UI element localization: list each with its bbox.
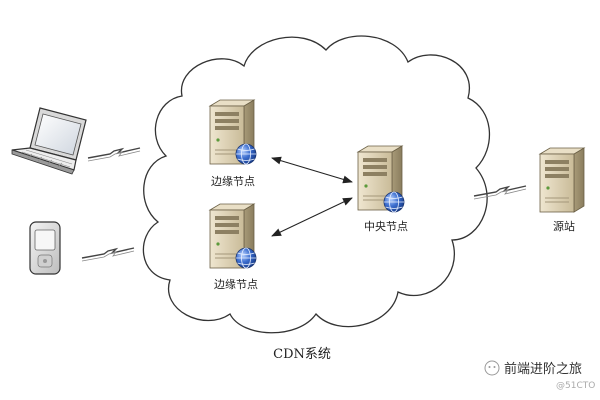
- laptop-link-bolt: [87, 147, 141, 162]
- edge-node-bottom-server-icon: [209, 203, 257, 269]
- edge-node-bottom-label: 边缘节点: [214, 278, 258, 291]
- central-node-label: 中央节点: [364, 220, 408, 233]
- central-node-server-icon: [357, 145, 405, 213]
- mobile-phone-icon: [29, 221, 61, 275]
- arrow-edge-bottom-central: [271, 197, 353, 237]
- edge-node-top-label: 边缘节点: [211, 175, 255, 188]
- wechat-icon: [484, 360, 500, 376]
- edge-node-top-server-icon: [209, 99, 257, 165]
- laptop-icon: [11, 107, 87, 175]
- origin-server-icon: [539, 147, 585, 213]
- watermark: 前端进阶之旅 @51CTO: [484, 360, 595, 391]
- watermark-sub: @51CTO: [556, 381, 595, 391]
- watermark-title: 前端进阶之旅: [504, 361, 582, 377]
- phone-link-bolt: [81, 247, 135, 262]
- cdn-cloud-shape: [142, 35, 490, 334]
- arrow-edge-top-central: [271, 156, 353, 184]
- origin-label: 源站: [553, 219, 575, 233]
- diagram-caption: CDN系统: [273, 347, 331, 362]
